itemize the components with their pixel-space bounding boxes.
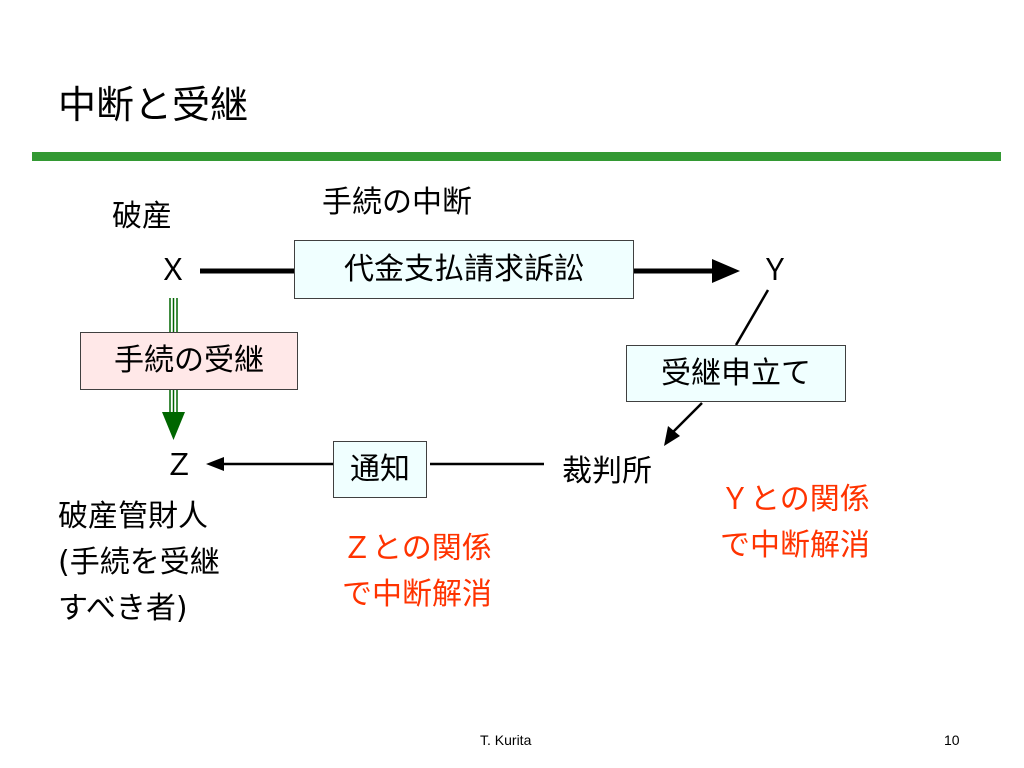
lawsuit-box: 代金支払請求訴訟: [294, 240, 634, 299]
court-arrowhead: [664, 426, 680, 446]
party-z-label: Ｚ: [164, 448, 194, 483]
court-label: 裁判所: [562, 454, 652, 489]
z-relation-line-2: で中断解消: [342, 577, 492, 612]
footer-page-number: 10: [944, 732, 960, 748]
party-x-label: Ｘ: [158, 253, 188, 288]
succession-box: 手続の受継: [80, 332, 298, 390]
interruption-label: 手続の中断: [322, 185, 472, 220]
y-to-petition-line: [734, 289, 770, 346]
slide-title: 中断と受継: [58, 83, 249, 127]
y-relation-line-2: で中断解消: [720, 528, 870, 563]
trustee-line-3: すべき者): [58, 591, 188, 626]
party-y-label: Ｙ: [760, 253, 790, 288]
footer-author: T. Kurita: [480, 732, 532, 748]
petition-to-court-line: [672, 402, 703, 433]
trustee-line-1: 破産管財人: [58, 499, 208, 534]
z-relation-line-1: Ｚとの関係: [342, 531, 492, 566]
y-relation-note: Ｙとの関係 で中断解消: [720, 477, 930, 569]
trustee-line-2: (手続を受継: [58, 545, 220, 580]
bankruptcy-label: 破産: [112, 199, 172, 234]
z-relation-note: Ｚとの関係 で中断解消: [342, 526, 542, 618]
title-divider: [32, 152, 1001, 161]
y-relation-line-1: Ｙとの関係: [720, 482, 870, 517]
succession-arrowhead: [162, 412, 185, 440]
petition-box: 受継申立て: [626, 345, 846, 402]
notice-box: 通知: [333, 441, 427, 498]
y-arrowhead: [712, 259, 740, 283]
trustee-label: 破産管財人 (手続を受継 すべき者): [58, 494, 288, 632]
z-arrowhead: [206, 457, 224, 471]
